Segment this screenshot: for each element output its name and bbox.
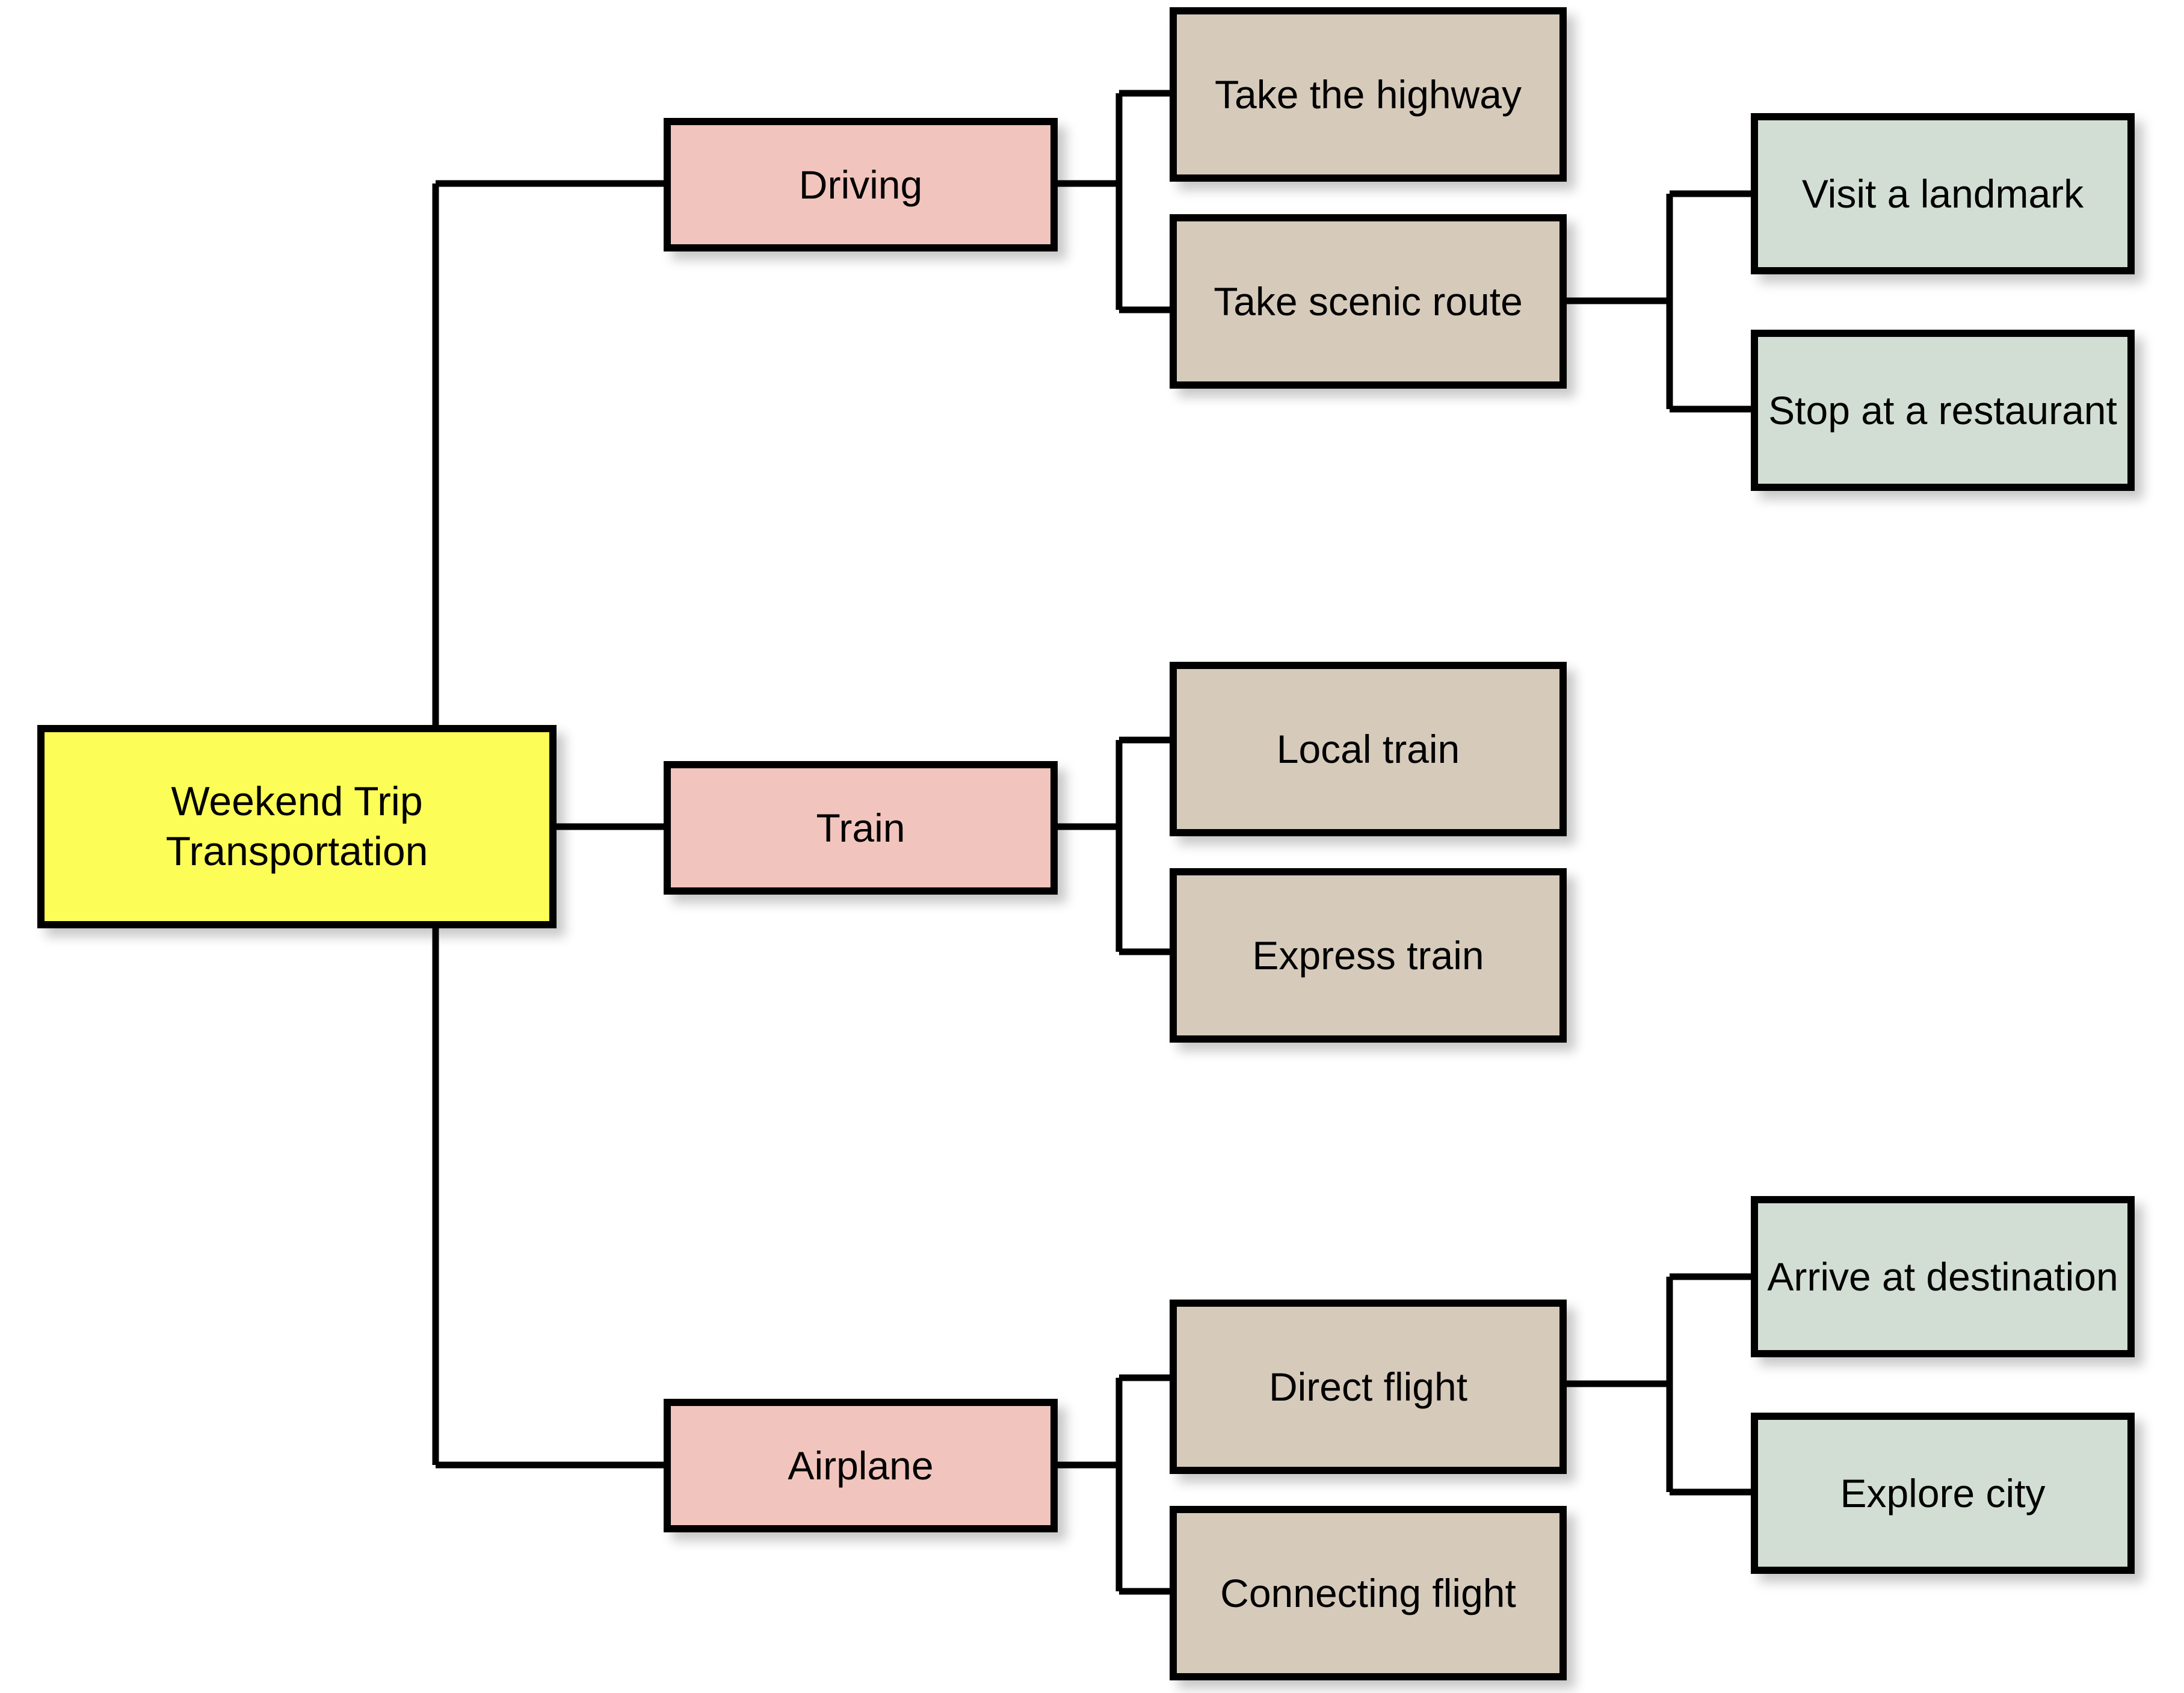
node-train-label: Train [816,805,905,850]
node-direct-flight[interactable]: Direct flight [1170,1300,1567,1474]
node-stop-restaurant[interactable]: Stop at a restaurant [1751,330,2135,491]
node-root[interactable]: Weekend Trip Transportation [37,725,557,928]
node-express-train[interactable]: Express train [1170,868,1567,1043]
node-explore-city-label: Explore city [1840,1470,2046,1516]
node-arrive-destination[interactable]: Arrive at destination [1751,1196,2135,1357]
node-airplane-label: Airplane [788,1443,934,1488]
node-local-train-label: Local train [1276,726,1460,771]
node-explore-city[interactable]: Explore city [1751,1413,2135,1574]
node-stop-restaurant-label: Stop at a restaurant [1768,387,2117,433]
node-driving[interactable]: Driving [664,118,1058,251]
node-express-train-label: Express train [1252,933,1484,978]
node-take-highway[interactable]: Take the highway [1170,7,1567,182]
node-connecting-flight[interactable]: Connecting flight [1170,1506,1567,1680]
node-take-highway-label: Take the highway [1215,72,1522,117]
node-train[interactable]: Train [664,761,1058,895]
node-visit-landmark[interactable]: Visit a landmark [1751,113,2135,274]
node-local-train[interactable]: Local train [1170,662,1567,836]
node-driving-label: Driving [798,162,923,207]
node-root-label: Weekend Trip Transportation [165,779,428,874]
node-airplane[interactable]: Airplane [664,1399,1058,1532]
node-take-scenic[interactable]: Take scenic route [1170,214,1567,389]
node-take-scenic-label: Take scenic route [1214,279,1523,324]
node-visit-landmark-label: Visit a landmark [1801,171,2084,216]
node-direct-flight-label: Direct flight [1268,1364,1468,1409]
node-connecting-flight-label: Connecting flight [1220,1570,1516,1615]
node-arrive-destination-label: Arrive at destination [1767,1254,2118,1299]
